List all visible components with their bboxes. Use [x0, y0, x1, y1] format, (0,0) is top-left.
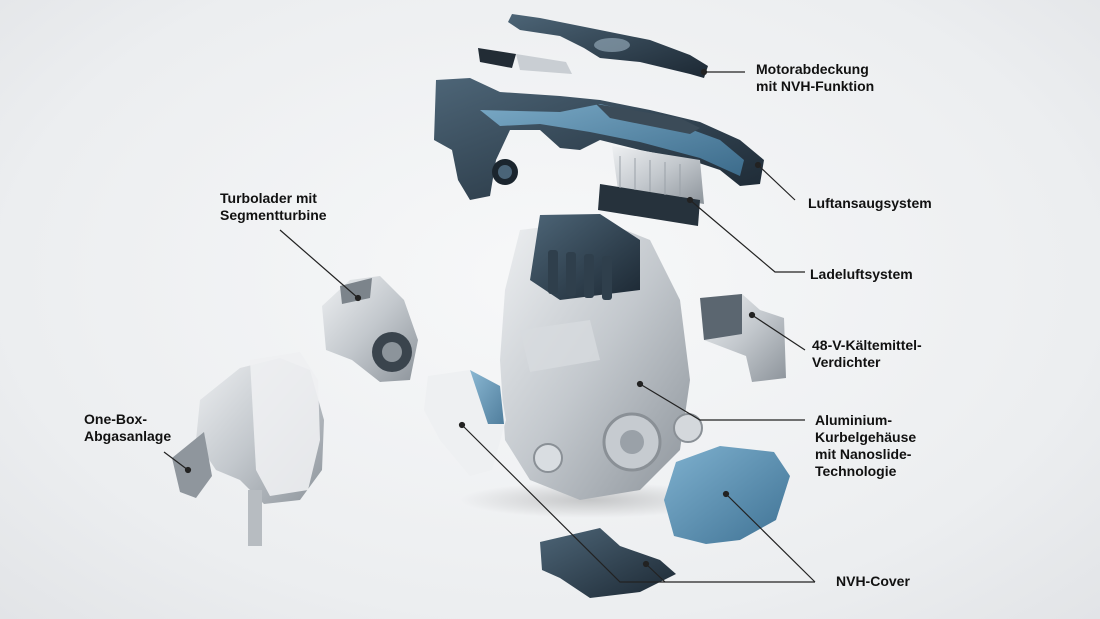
air-intake-part: [434, 78, 764, 200]
leader-verdichter: [748, 311, 806, 351]
label-turbolader: Turbolader mit Segmentturbine: [220, 190, 327, 224]
label-abgas-line2: Abgasanlage: [84, 428, 172, 444]
label-kaeltemittel-verdichter: 48-V-Kältemittel- Verdichter: [812, 337, 922, 371]
leader-abgas: [163, 451, 192, 474]
label-nvh-cover-line1: NVH-Cover: [836, 573, 910, 589]
leader-luftansaug: [754, 161, 796, 201]
engine-cover-part: [478, 14, 708, 78]
label-ladeluftsystem-line1: Ladeluftsystem: [810, 266, 913, 282]
label-ladeluftsystem: Ladeluftsystem: [810, 266, 913, 283]
leader-ladeluft: [686, 196, 805, 273]
exhaust-part: [172, 352, 324, 546]
label-abgas-line1: One-Box-: [84, 411, 147, 427]
label-luftansaugsystem: Luftansaugsystem: [808, 195, 932, 212]
label-nvh-cover: NVH-Cover: [836, 573, 910, 590]
label-verdichter-line1: 48-V-Kältemittel-: [812, 337, 922, 353]
label-kurbel-line3: mit Nanoslide-: [815, 446, 912, 462]
leader-turbolader: [279, 229, 362, 302]
turbocharger-part: [322, 276, 418, 382]
label-motorabdeckung: Motorabdeckung mit NVH-Funktion: [756, 61, 874, 95]
compressor-part: [700, 294, 786, 382]
label-kurbelgehaeuse: Aluminium- Kurbelgehäuse mit Nanoslide- …: [815, 412, 916, 480]
label-luftansaugsystem-line1: Luftansaugsystem: [808, 195, 932, 211]
label-kurbel-line4: Technologie: [815, 463, 897, 479]
label-motorabdeckung-line1: Motorabdeckung: [756, 61, 869, 77]
engine-block-part: [460, 214, 720, 518]
label-kurbel-line2: Kurbelgehäuse: [815, 429, 917, 445]
label-turbolader-line2: Segmentturbine: [220, 207, 327, 223]
label-verdichter-line2: Verdichter: [812, 354, 881, 370]
leader-lines: [163, 68, 816, 583]
leader-kurbel: [636, 380, 805, 421]
label-abgasanlage: One-Box- Abgasanlage: [84, 411, 171, 445]
charge-air-part: [598, 146, 704, 226]
label-kurbel-line1: Aluminium-: [815, 412, 892, 428]
label-motorabdeckung-line2: mit NVH-Funktion: [756, 78, 875, 94]
label-turbolader-line1: Turbolader mit: [220, 190, 317, 206]
leader-motorabdeckung: [700, 68, 745, 76]
leader-nvh-cover: [458, 421, 816, 583]
